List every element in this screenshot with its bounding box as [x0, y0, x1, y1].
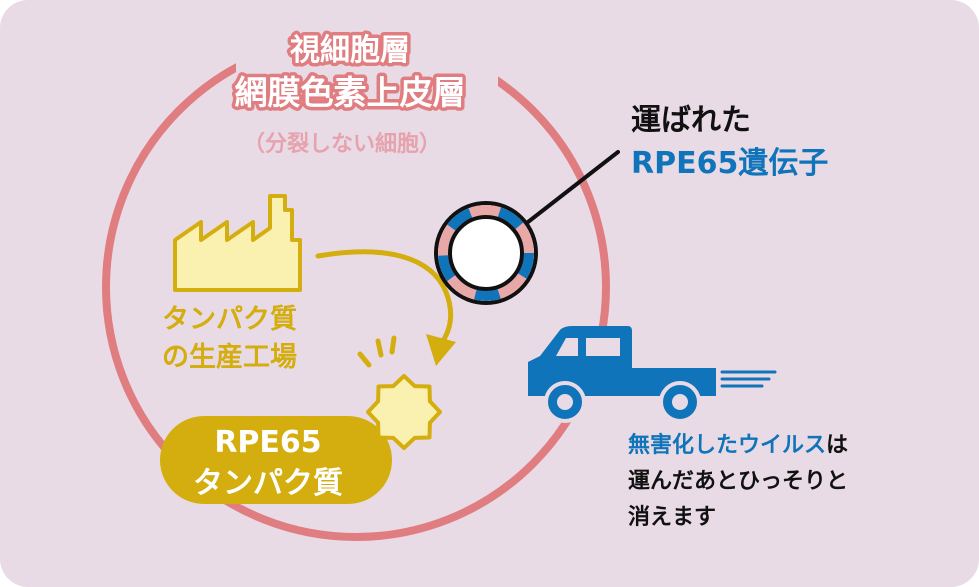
title-backdrop [236, 20, 498, 150]
virus-label-line1: 無害化したウイルスは [628, 432, 848, 458]
cell-title-line1: 視細胞層 [290, 33, 410, 68]
virus-label-black: は [826, 433, 848, 458]
gene-label-line1: 運ばれた [631, 103, 751, 138]
factory-label-line1: タンパク質 [162, 304, 297, 335]
protein-label-line2: タンパク質 [193, 466, 343, 501]
gene-pointer-line [526, 150, 620, 224]
factory-label-line2: の生産工場 [162, 341, 297, 373]
factory-icon [173, 194, 302, 292]
virus-label-line3: 消えます [628, 505, 716, 530]
virus-label-blue: 無害化したウイルス [628, 432, 826, 458]
cell-title-line2: 網膜色素上皮層 [235, 73, 466, 112]
spark-lines [357, 335, 397, 368]
gene-ring-icon [434, 201, 538, 305]
gene-label-line2: RPE65遺伝子 [631, 146, 828, 181]
protein-label-line1: RPE65 [214, 425, 321, 460]
virus-label-line2: 運んだあとひっそりと [628, 469, 848, 494]
cell-title-note: （分裂しない細胞） [243, 131, 441, 157]
speed-lines [720, 370, 777, 388]
production-arrow [315, 249, 454, 348]
production-arrow-head [426, 334, 456, 366]
protein-burst-icon [366, 374, 442, 450]
protein-pill [160, 416, 392, 504]
truck-icon [528, 326, 716, 423]
